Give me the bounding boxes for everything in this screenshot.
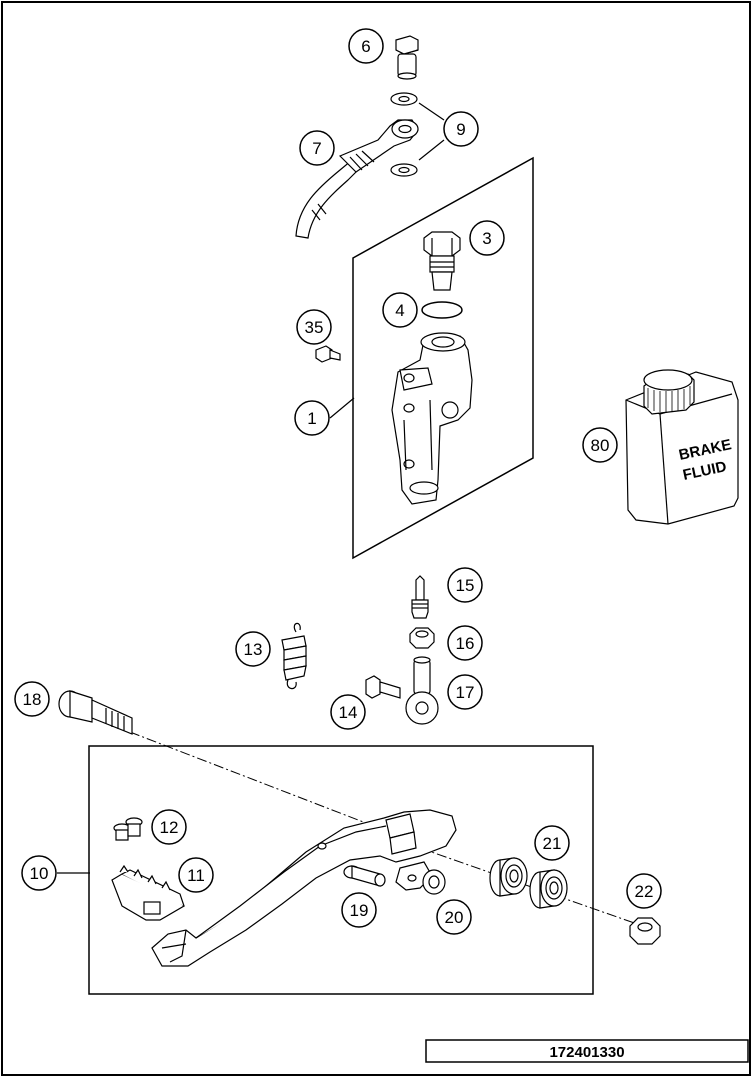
document-number: 172401330	[549, 1044, 624, 1061]
callout-7: 7	[299, 130, 335, 166]
callout-label: 14	[339, 703, 358, 722]
callout-label: 21	[543, 834, 562, 853]
spring-part	[281, 622, 307, 690]
callout-label: 80	[591, 436, 610, 455]
callout-label: 17	[456, 683, 475, 702]
leader-lines	[57, 102, 445, 874]
step-plate-part	[111, 864, 186, 921]
callout-18: 18	[14, 681, 50, 717]
callout-12: 12	[151, 809, 187, 845]
callout-3: 3	[469, 220, 505, 256]
pin-bolt-part	[365, 675, 401, 699]
callout-label: 4	[395, 301, 404, 320]
screw-part	[315, 345, 341, 363]
callout-label: 35	[305, 318, 324, 337]
callout-label: 10	[30, 864, 49, 883]
brake-hose-part	[295, 119, 419, 239]
callout-label: 16	[456, 634, 475, 653]
callout-22: 22	[626, 873, 662, 909]
pivot-sleeve-part	[343, 865, 386, 887]
callout-21: 21	[534, 825, 570, 861]
callout-label: 19	[350, 901, 369, 920]
callout-14: 14	[330, 694, 366, 730]
banjo-bolt-part	[395, 35, 419, 80]
reservoir-fitting-part	[423, 231, 461, 291]
callout-label: 6	[361, 37, 370, 56]
assembly-panel-master-cylinder	[352, 156, 534, 560]
clevis-part	[405, 656, 439, 725]
washer-parts	[390, 92, 418, 177]
callout-11: 11	[178, 857, 214, 893]
callout-label: 15	[456, 576, 475, 595]
callout-label: 11	[187, 866, 205, 885]
callout-9: 9	[443, 111, 479, 147]
callout-16: 16	[447, 625, 483, 661]
callout-10: 10	[21, 855, 57, 891]
callout-19: 19	[341, 892, 377, 928]
callout-label: 3	[482, 229, 491, 248]
callout-4: 4	[382, 292, 418, 328]
lock-nut-part	[629, 917, 661, 945]
callout-label: 7	[312, 139, 321, 158]
callout-label: 9	[456, 120, 465, 139]
document-number-box: 172401330	[425, 1039, 749, 1063]
assembly-box-brake-lever	[88, 745, 594, 995]
callout-13: 13	[235, 631, 271, 667]
callout-label: 20	[445, 908, 464, 927]
callout-35: 35	[296, 309, 332, 345]
callout-label: 13	[244, 640, 263, 659]
callout-15: 15	[447, 567, 483, 603]
callout-20: 20	[436, 899, 472, 935]
long-bolt-part	[58, 690, 133, 735]
footpeg-bolts-part	[113, 817, 143, 841]
o-ring-part	[421, 301, 463, 319]
bushing-part	[422, 869, 446, 895]
master-cylinder-part	[391, 332, 473, 505]
callout-80: 80	[582, 427, 618, 463]
callout-6: 6	[348, 28, 384, 64]
callout-1: 1	[294, 400, 330, 436]
callout-label: 12	[160, 818, 179, 837]
callout-label: 1	[307, 409, 316, 428]
bearing-parts	[489, 857, 568, 909]
brake-fluid-can-part	[625, 369, 739, 525]
callout-label: 18	[23, 690, 42, 709]
callout-label: 22	[635, 882, 654, 901]
callout-17: 17	[447, 674, 483, 710]
adjuster-pin-part	[411, 575, 429, 619]
nut-part	[409, 627, 435, 649]
